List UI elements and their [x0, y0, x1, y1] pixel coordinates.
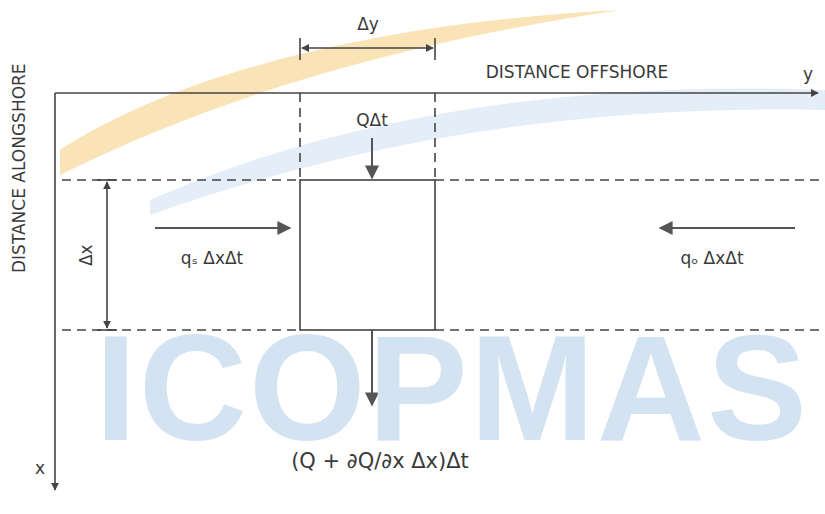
axis-title: DISTANCE OFFSHORE [486, 62, 668, 82]
watermark-swoosh [60, 10, 825, 215]
dimension-label: Δy [357, 14, 379, 34]
offshore-axis [55, 92, 818, 94]
dashed-guides [62, 93, 825, 330]
dimension-label: Δx [76, 244, 96, 266]
axis-letter: y [803, 64, 813, 84]
flux-label: qₛ ΔxΔt [181, 248, 244, 268]
flux-label: QΔt [356, 110, 388, 130]
alongshore-axis [54, 93, 56, 490]
axis-title: DISTANCE ALONGSHORE [9, 63, 29, 273]
flux-label: (Q + ∂Q/∂x Δx)Δt [291, 449, 469, 474]
axis-letter: x [35, 458, 45, 478]
dy-dimension [300, 38, 435, 60]
flux-label: qₒ ΔxΔt [680, 248, 743, 268]
